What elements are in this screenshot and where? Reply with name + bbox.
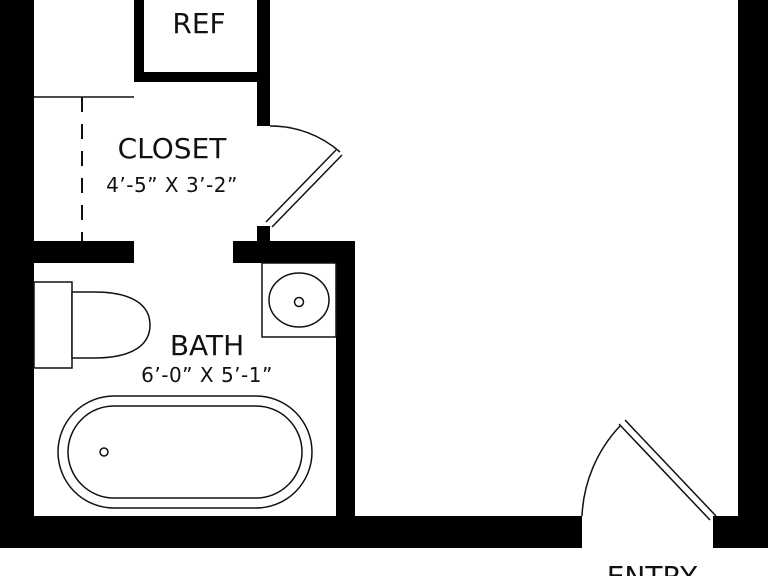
entry-door-swing-arc [581,425,621,517]
closet-door-leaf-outer [265,149,337,223]
wall-closet-right-upper [257,0,270,126]
sink [261,262,337,338]
entry-label: ENTRY [607,560,698,576]
closet-name-label: CLOSET [118,132,228,165]
toilet-bowl [71,291,151,359]
wall-bath-right [336,241,355,531]
wall-closet-right-stub [257,226,270,244]
closet-door-leaf-inner [271,154,343,228]
ref-label: REF [172,7,225,40]
closet-door-swing-arc [269,125,341,153]
wall-bottom-left [0,516,582,548]
closet-door [265,125,343,228]
bathtub-inner [67,405,303,499]
bathtub [57,395,313,509]
closet-dimensions-label: 4’-5” X 3’-2” [106,173,238,197]
bath-name-label: BATH [170,329,244,362]
bath-dimensions-label: 6’-0” X 5’-1” [141,363,273,387]
entry-door-leaf-outer [618,423,711,521]
sink-drain [293,296,305,308]
entry-door-leaf-inner [624,419,717,517]
wall-right-exterior [738,0,768,548]
ref-wall-bottom [134,72,268,82]
bathtub-drain [99,447,109,457]
wall-bath-top-left [34,241,134,263]
toilet-tank [33,281,73,369]
wall-left-exterior [0,0,34,548]
toilet [33,281,151,369]
ref-wall-left [134,0,144,82]
wall-bath-top-right [233,241,355,263]
entry-door [581,419,717,521]
walls [0,0,768,548]
